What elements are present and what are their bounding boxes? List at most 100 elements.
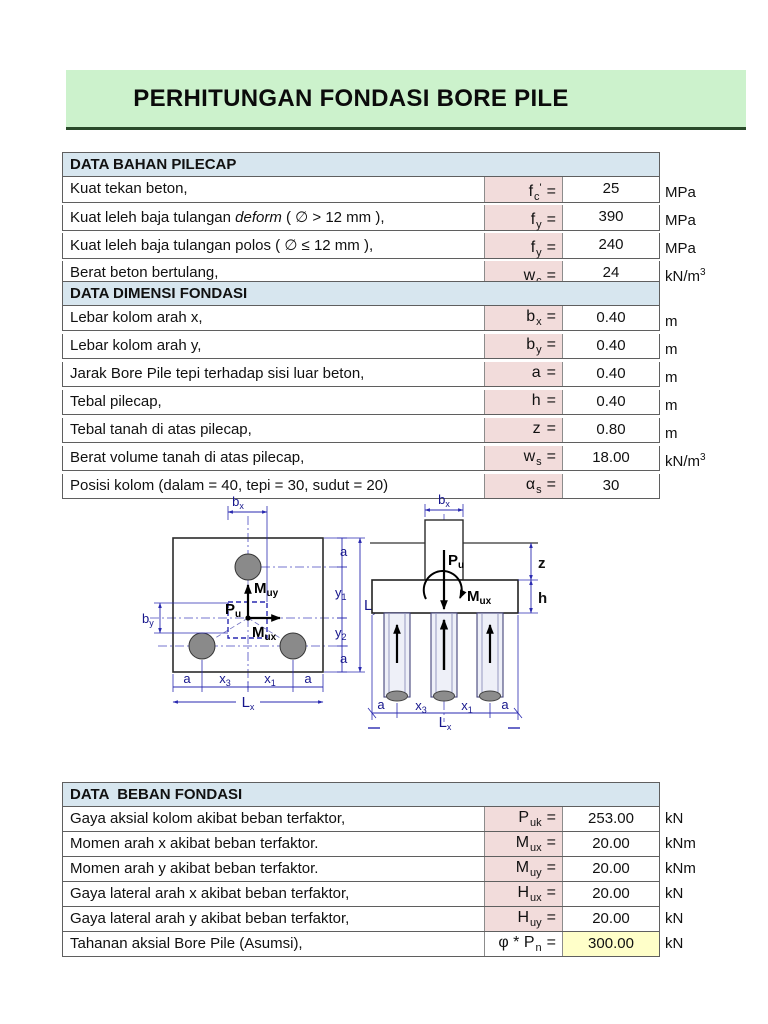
load-data-table: DATA BEBAN FONDASI Gaya aksial kolom aki… [62,782,768,957]
pu-label: Pu [225,601,241,620]
row-label: Tahanan aksial Bore Pile (Asumsi), [63,932,485,956]
bore-pile-plan [234,553,262,581]
row-label: Berat volume tanah di atas pilecap, [63,446,485,470]
bore-pile-plan [279,632,307,660]
dim-label-by: by [142,611,154,628]
row-symbol: fc'= [485,177,563,203]
row-unit: kNm [665,860,696,877]
dim-label-Lx: Lx [439,714,452,732]
row-unit: kN [665,885,684,902]
row-value: 25 [602,180,620,197]
row-unit: m [665,425,678,442]
mux-label: Mux [252,624,277,643]
row-value: 0.80 [596,421,626,438]
row-value: 0.40 [596,309,626,326]
row-value: 0.40 [596,337,626,354]
row-label: Momen arah x akibat beban terfaktor. [63,832,485,856]
dimension-data-table: DATA DIMENSI FONDASI Lebar kolom arah x,… [62,281,768,499]
row-unit: kNm [665,835,696,852]
row-label: Momen arah y akibat beban terfaktor. [63,857,485,881]
row-symbol: Hux= [485,882,563,906]
dim-label-h: h [538,590,547,607]
row-value: 0.40 [596,393,626,410]
dim-label-bx: bx [438,492,450,509]
row-value: 24 [602,264,620,281]
row-symbol: φ * Pn= [485,932,563,956]
row-value: 20.00 [592,885,630,902]
row-unit: kN/m3 [665,452,706,470]
table-header: DATA BAHAN PILECAP [62,152,660,177]
table-row: Tebal pilecap, h= 0.40 m [62,390,768,418]
material-data-table: DATA BAHAN PILECAP Kuat tekan beton, fc'… [62,152,768,289]
dim-label-bx: bx [232,494,244,511]
row-value: 20.00 [592,860,630,877]
dim-label-y1: y1 [335,585,347,602]
row-symbol: Mux= [485,832,563,856]
dim-label-a: a [340,651,348,666]
plan-view: Muy Mux Pu [142,494,377,712]
table-row: Gaya lateral arah y akibat beban terfakt… [62,907,768,932]
row-symbol: fy= [485,205,563,231]
row-symbol: a= [485,362,563,386]
foundation-diagram: Muy Mux Pu [142,492,547,732]
mux-label: Mux [467,588,492,607]
row-unit: m [665,397,678,414]
label-mask [236,694,260,708]
row-unit: kN/m3 [665,267,706,285]
table-row: Jarak Bore Pile tepi terhadap sisi luar … [62,362,768,390]
row-label: Lebar kolom arah x, [63,306,485,330]
dim-label-x1: x1 [461,698,473,715]
row-symbol: Huy= [485,907,563,931]
dim-label-Lx: Lx [242,694,255,712]
row-symbol: by= [485,334,563,358]
row-label: Posisi kolom (dalam = 40, tepi = 30, sud… [63,474,485,498]
elevation-dimension-labels: bx z h a x3 x1 a Lx [377,492,547,732]
row-label: Tebal pilecap, [63,390,485,414]
row-unit: m [665,313,678,330]
row-symbol: Muy= [485,857,563,881]
elevation-view: Pu Mux bx z h a [367,492,547,732]
page-title: PERHITUNGAN FONDASI BORE PILE [133,84,569,112]
bore-pile-plan [188,632,216,660]
dim-label-z: z [538,555,546,572]
table-header: DATA BEBAN FONDASI [62,782,660,807]
row-value: 240 [598,236,624,253]
dim-label-a: a [304,671,312,686]
row-label: Jarak Bore Pile tepi terhadap sisi luar … [63,362,485,386]
row-unit: MPa [665,212,696,229]
row-symbol: bx= [485,306,563,330]
pu-label: Pu [448,552,464,571]
dim-label-a: a [340,544,348,559]
table-row: Berat volume tanah di atas pilecap, ws= … [62,446,768,474]
title-banner: PERHITUNGAN FONDASI BORE PILE [66,70,746,127]
row-value: 30 [602,477,620,494]
row-value: 0.40 [596,365,626,382]
table-row: Lebar kolom arah y, by= 0.40 m [62,334,768,362]
pilecap-outline-plan [172,537,324,673]
mux-moment-arrow [422,570,467,600]
dimension-lines [367,504,538,729]
table-row: Momen arah x akibat beban terfaktor. Mux… [62,832,768,857]
table-row: Kuat leleh baja tulangan deform ( ∅ > 12… [62,205,768,233]
row-unit: kN [665,810,684,827]
plan-dimension-labels: bx a y1 y2 a Ly by a x3 x1 a Lx [142,494,377,712]
row-value: 20.00 [592,910,630,927]
table-row: Gaya lateral arah x akibat beban terfakt… [62,882,768,907]
title-underline [66,127,746,130]
dim-label-a: a [183,671,191,686]
row-symbol: h= [485,390,563,414]
row-unit: m [665,369,678,386]
row-symbol: z= [485,418,563,442]
table-header: DATA DIMENSI FONDASI [62,281,660,306]
row-value-highlighted: 300.00 [563,932,659,956]
table-row: Lebar kolom arah x, bx= 0.40 m [62,306,768,334]
table-row: Kuat tekan beton, fc'= 25 MPa [62,177,768,205]
dim-label-a: a [501,697,509,712]
row-label: Berat beton bertulang, [63,261,485,286]
row-symbol: fy= [485,233,563,259]
row-unit: kN [665,935,684,952]
row-symbol: Puk= [485,807,563,831]
row-unit: m [665,341,678,358]
dim-label-x3: x3 [219,671,231,688]
